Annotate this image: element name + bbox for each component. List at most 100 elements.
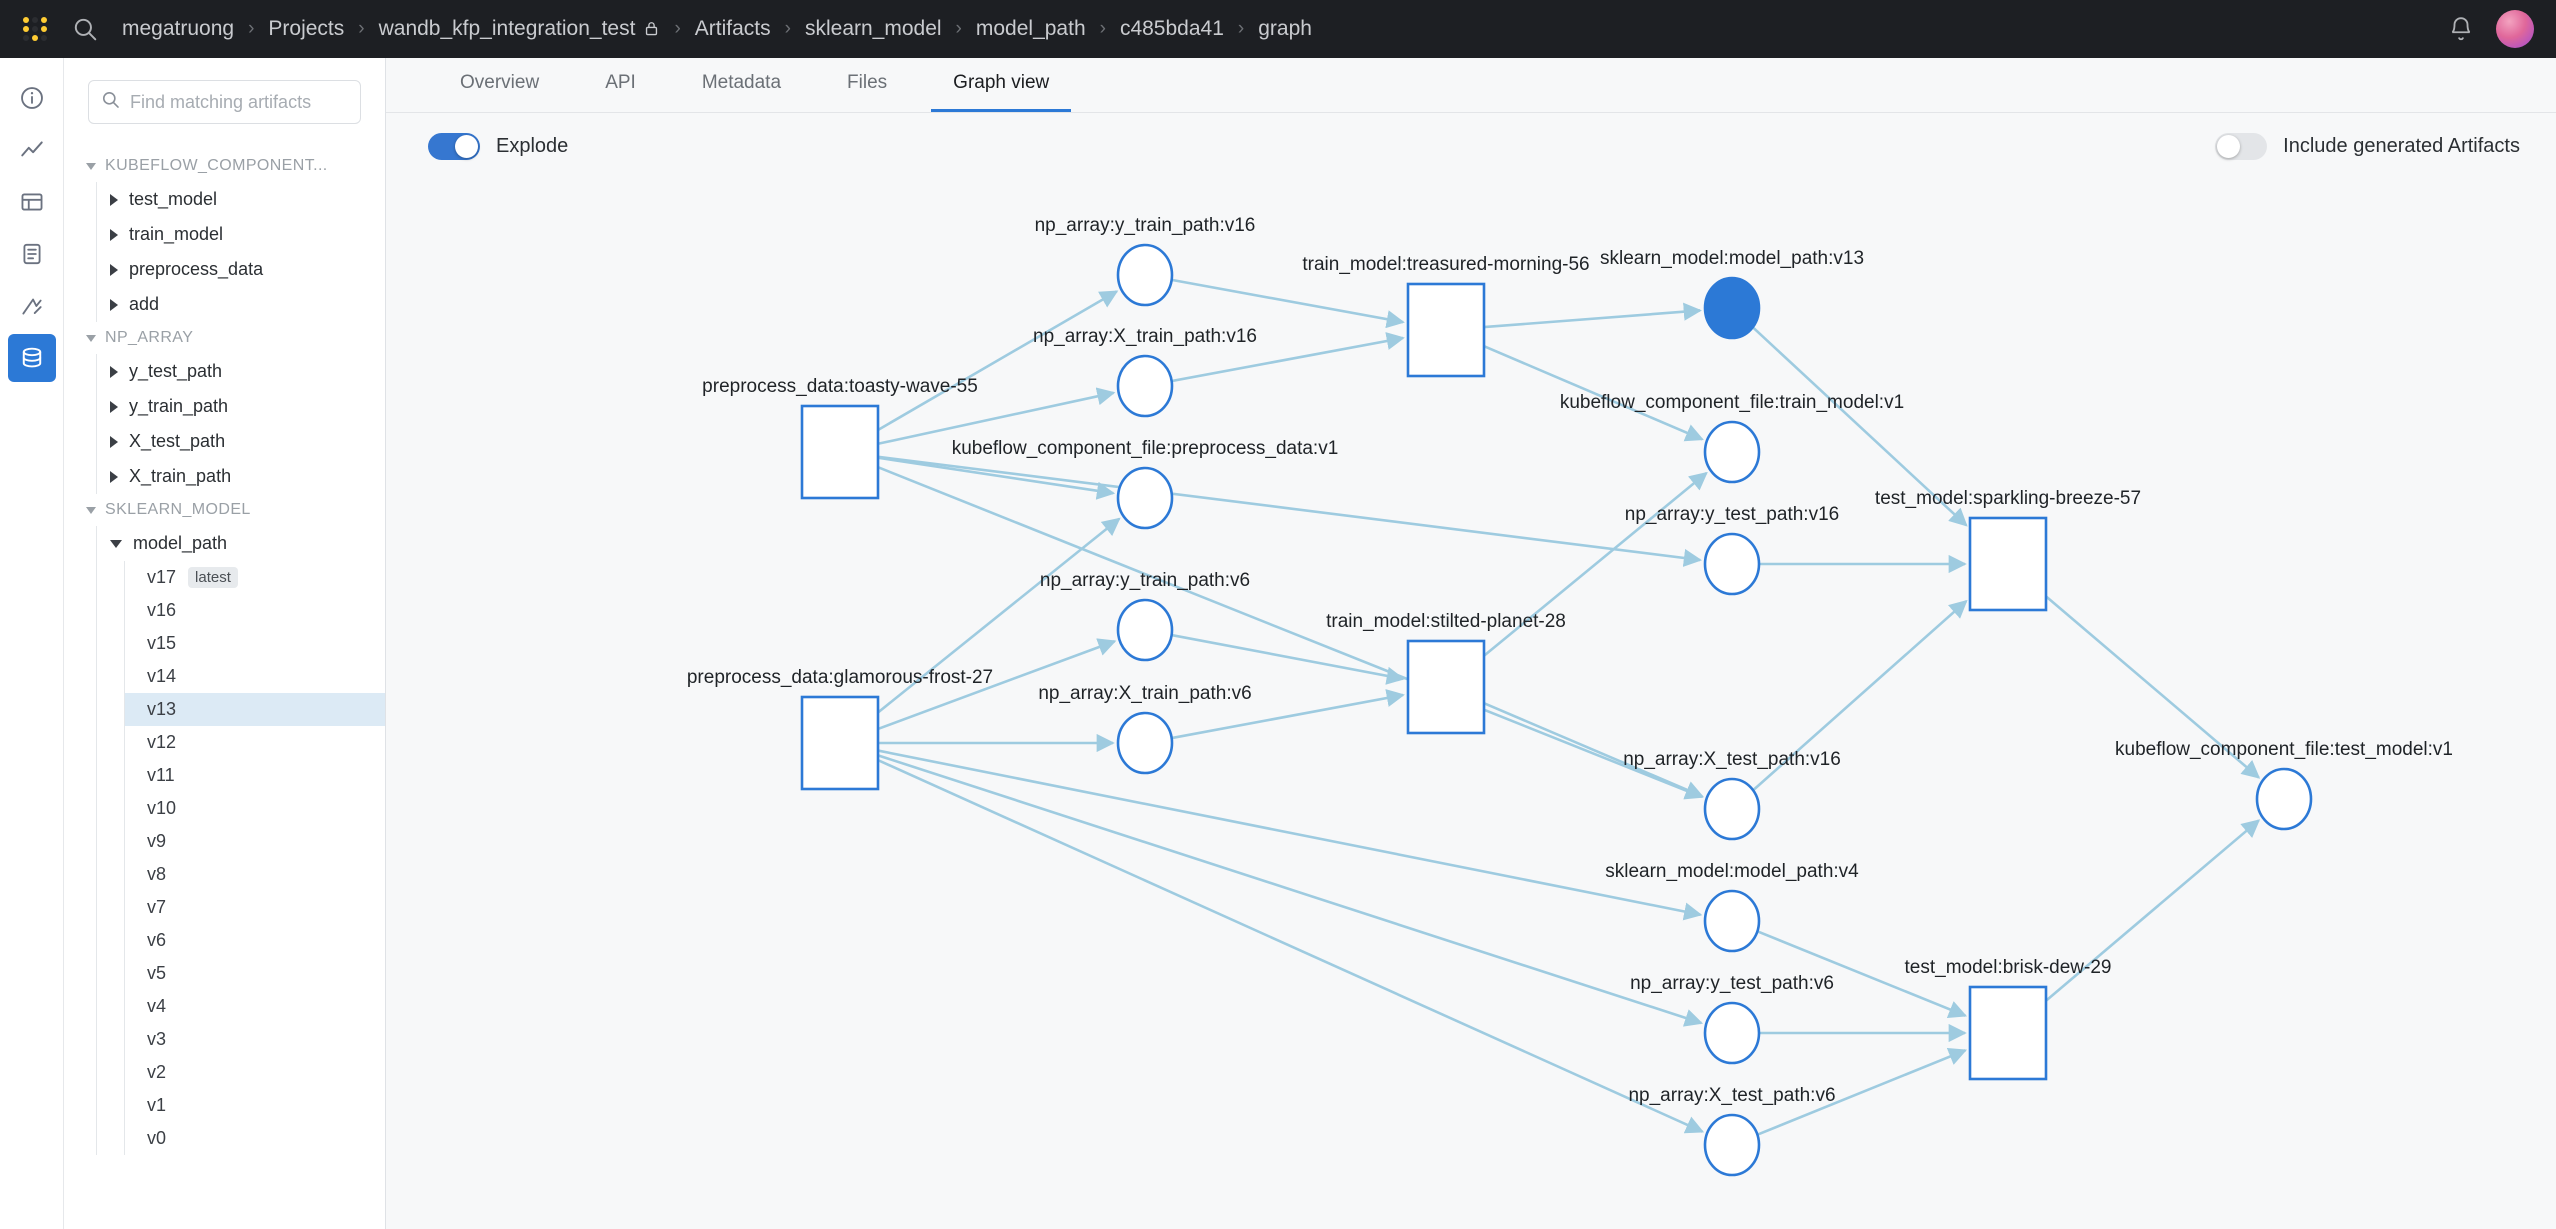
notifications-bell-icon[interactable] <box>2448 16 2474 42</box>
node-shape-rect[interactable] <box>800 404 880 500</box>
breadcrumb-item-sklearn-model[interactable]: sklearn_model <box>804 17 942 40</box>
tree-item-x-train-path[interactable]: X_train_path <box>97 459 385 494</box>
graph-node-xte6[interactable]: np_array:X_test_path:v6 <box>1628 1085 1836 1177</box>
version-item-v9[interactable]: v9 <box>125 825 385 858</box>
version-item-v12[interactable]: v12 <box>125 726 385 759</box>
tree-item-add[interactable]: add <box>97 287 385 322</box>
search-input[interactable] <box>130 91 348 113</box>
graph-node-pd27[interactable]: preprocess_data:glamorous-frost-27 <box>687 667 993 791</box>
graph-node-yte6[interactable]: np_array:y_test_path:v6 <box>1630 973 1834 1065</box>
version-item-v14[interactable]: v14 <box>125 660 385 693</box>
node-shape-rect[interactable] <box>1406 639 1486 735</box>
node-shape-rect[interactable] <box>800 695 880 791</box>
version-item-v0[interactable]: v0 <box>125 1122 385 1155</box>
node-shape-ellipse[interactable] <box>1703 777 1761 841</box>
include-generated-switch[interactable] <box>2215 132 2268 160</box>
artifacts-icon[interactable] <box>7 334 56 382</box>
charts-icon[interactable] <box>8 126 56 174</box>
tab-metadata[interactable]: Metadata <box>701 72 782 93</box>
graph-canvas[interactable]: preprocess_data:toasty-wave-55 preprocess… <box>386 179 2556 1229</box>
breadcrumb-item-graph[interactable]: graph <box>1258 17 1312 40</box>
user-avatar[interactable] <box>2496 10 2534 48</box>
node-shape-ellipse[interactable] <box>1116 466 1174 530</box>
tree-item-test-model[interactable]: test_model <box>97 182 385 217</box>
node-shape-ellipse[interactable] <box>1703 1113 1761 1177</box>
graph-node-pd55[interactable]: preprocess_data:toasty-wave-55 <box>702 376 978 500</box>
graph-node-tm28[interactable]: train_model:stilted-planet-28 <box>1326 611 1566 735</box>
tree-group-sklearn-model[interactable]: SKLEARN_MODEL <box>64 494 385 526</box>
explode-toggle[interactable]: Explode <box>428 132 568 160</box>
table-icon[interactable] <box>8 178 56 226</box>
graph-node-kfpd1[interactable]: kubeflow_component_file:preprocess_data:… <box>952 438 1339 530</box>
version-item-v2[interactable]: v2 <box>125 1056 385 1089</box>
version-item-v16[interactable]: v16 <box>125 594 385 627</box>
node-shape-ellipse[interactable] <box>1116 354 1174 418</box>
apps-grid-icon[interactable] <box>20 14 50 44</box>
breadcrumb-item-model-path[interactable]: model_path <box>975 17 1086 40</box>
graph-node-sm4[interactable]: sklearn_model:model_path:v4 <box>1605 861 1859 953</box>
overview-icon[interactable] <box>8 74 56 122</box>
node-shape-ellipse[interactable] <box>1116 711 1174 775</box>
sweeps-icon[interactable] <box>8 282 56 330</box>
version-item-v10[interactable]: v10 <box>125 792 385 825</box>
breadcrumb-item-megatruong[interactable]: megatruong <box>122 17 235 40</box>
graph-node-kftm1[interactable]: kubeflow_component_file:train_model:v1 <box>1560 392 1904 484</box>
version-item-v1[interactable]: v1 <box>125 1089 385 1122</box>
version-item-v6[interactable]: v6 <box>125 924 385 957</box>
version-item-v15[interactable]: v15 <box>125 627 385 660</box>
artifact-lineage-graph[interactable]: preprocess_data:toasty-wave-55 preprocess… <box>386 179 2556 1229</box>
tab-api[interactable]: API <box>605 72 636 93</box>
graph-edge <box>1756 1048 1968 1136</box>
node-shape-ellipse[interactable] <box>1703 889 1761 953</box>
graph-node-sm13[interactable]: sklearn_model:model_path:v13 <box>1600 248 1864 340</box>
graph-node-ytr6[interactable]: np_array:y_train_path:v6 <box>1040 570 1250 662</box>
tree-group-kubeflow-component[interactable]: KUBEFLOW_COMPONENT... <box>64 150 385 182</box>
breadcrumb-item-artifacts[interactable]: Artifacts <box>694 17 771 40</box>
node-shape-ellipse[interactable] <box>1703 1001 1761 1065</box>
node-shape-ellipse[interactable] <box>1116 598 1174 662</box>
tree-item-y-train-path[interactable]: y_train_path <box>97 389 385 424</box>
include-generated-toggle[interactable]: Include generated Artifacts <box>2215 132 2520 160</box>
tree-group-np-array[interactable]: NP_ARRAY <box>64 322 385 354</box>
breadcrumb-item-projects[interactable]: Projects <box>268 17 345 40</box>
graph-node-xtr16[interactable]: np_array:X_train_path:v16 <box>1033 326 1257 418</box>
node-shape-ellipse[interactable] <box>1703 276 1761 340</box>
graph-node-ytr16[interactable]: np_array:y_train_path:v16 <box>1035 215 1256 307</box>
breadcrumb-item-c485bda41[interactable]: c485bda41 <box>1119 17 1224 40</box>
version-item-v3[interactable]: v3 <box>125 1023 385 1056</box>
graph-node-kfte1[interactable]: kubeflow_component_file:test_model:v1 <box>2115 739 2453 831</box>
node-shape-rect[interactable] <box>1968 516 2048 612</box>
search-icon[interactable] <box>72 16 98 42</box>
version-item-v4[interactable]: v4 <box>125 990 385 1023</box>
artifact-search-box[interactable] <box>88 80 361 124</box>
node-shape-rect[interactable] <box>1968 985 2048 1081</box>
node-shape-ellipse[interactable] <box>1703 532 1761 596</box>
graph-node-tst57[interactable]: test_model:sparkling-breeze-57 <box>1875 488 2141 612</box>
reports-icon[interactable] <box>8 230 56 278</box>
tree-item-train-model[interactable]: train_model <box>97 217 385 252</box>
node-shape-ellipse[interactable] <box>2255 767 2313 831</box>
graph-node-xtr6[interactable]: np_array:X_train_path:v6 <box>1038 683 1252 775</box>
tab-graph-view[interactable]: Graph view <box>931 72 1072 112</box>
graph-node-xte16[interactable]: np_array:X_test_path:v16 <box>1623 749 1841 841</box>
tree-item-y-test-path[interactable]: y_test_path <box>97 354 385 389</box>
node-shape-ellipse[interactable] <box>1703 420 1761 484</box>
node-shape-rect[interactable] <box>1406 282 1486 378</box>
version-item-v11[interactable]: v11 <box>125 759 385 792</box>
version-item-v5[interactable]: v5 <box>125 957 385 990</box>
version-item-v7[interactable]: v7 <box>125 891 385 924</box>
explode-switch[interactable] <box>428 132 480 160</box>
graph-node-tst29[interactable]: test_model:brisk-dew-29 <box>1905 957 2112 1081</box>
tab-overview[interactable]: Overview <box>460 72 540 93</box>
node-shape-ellipse[interactable] <box>1116 243 1174 307</box>
tree-item-x-test-path[interactable]: X_test_path <box>97 424 385 459</box>
version-item-v13[interactable]: v13 <box>125 693 385 726</box>
graph-node-tm56[interactable]: train_model:treasured-morning-56 <box>1302 254 1590 378</box>
tab-files[interactable]: Files <box>847 72 888 93</box>
tree-item-preprocess-data[interactable]: preprocess_data <box>97 252 385 287</box>
graph-node-yte16[interactable]: np_array:y_test_path:v16 <box>1625 504 1839 596</box>
breadcrumb-item-wandb-kfp-integration-test[interactable]: wandb_kfp_integration_test <box>377 17 663 41</box>
tree-item-model-path[interactable]: model_path <box>97 526 385 561</box>
version-item-v8[interactable]: v8 <box>125 858 385 891</box>
